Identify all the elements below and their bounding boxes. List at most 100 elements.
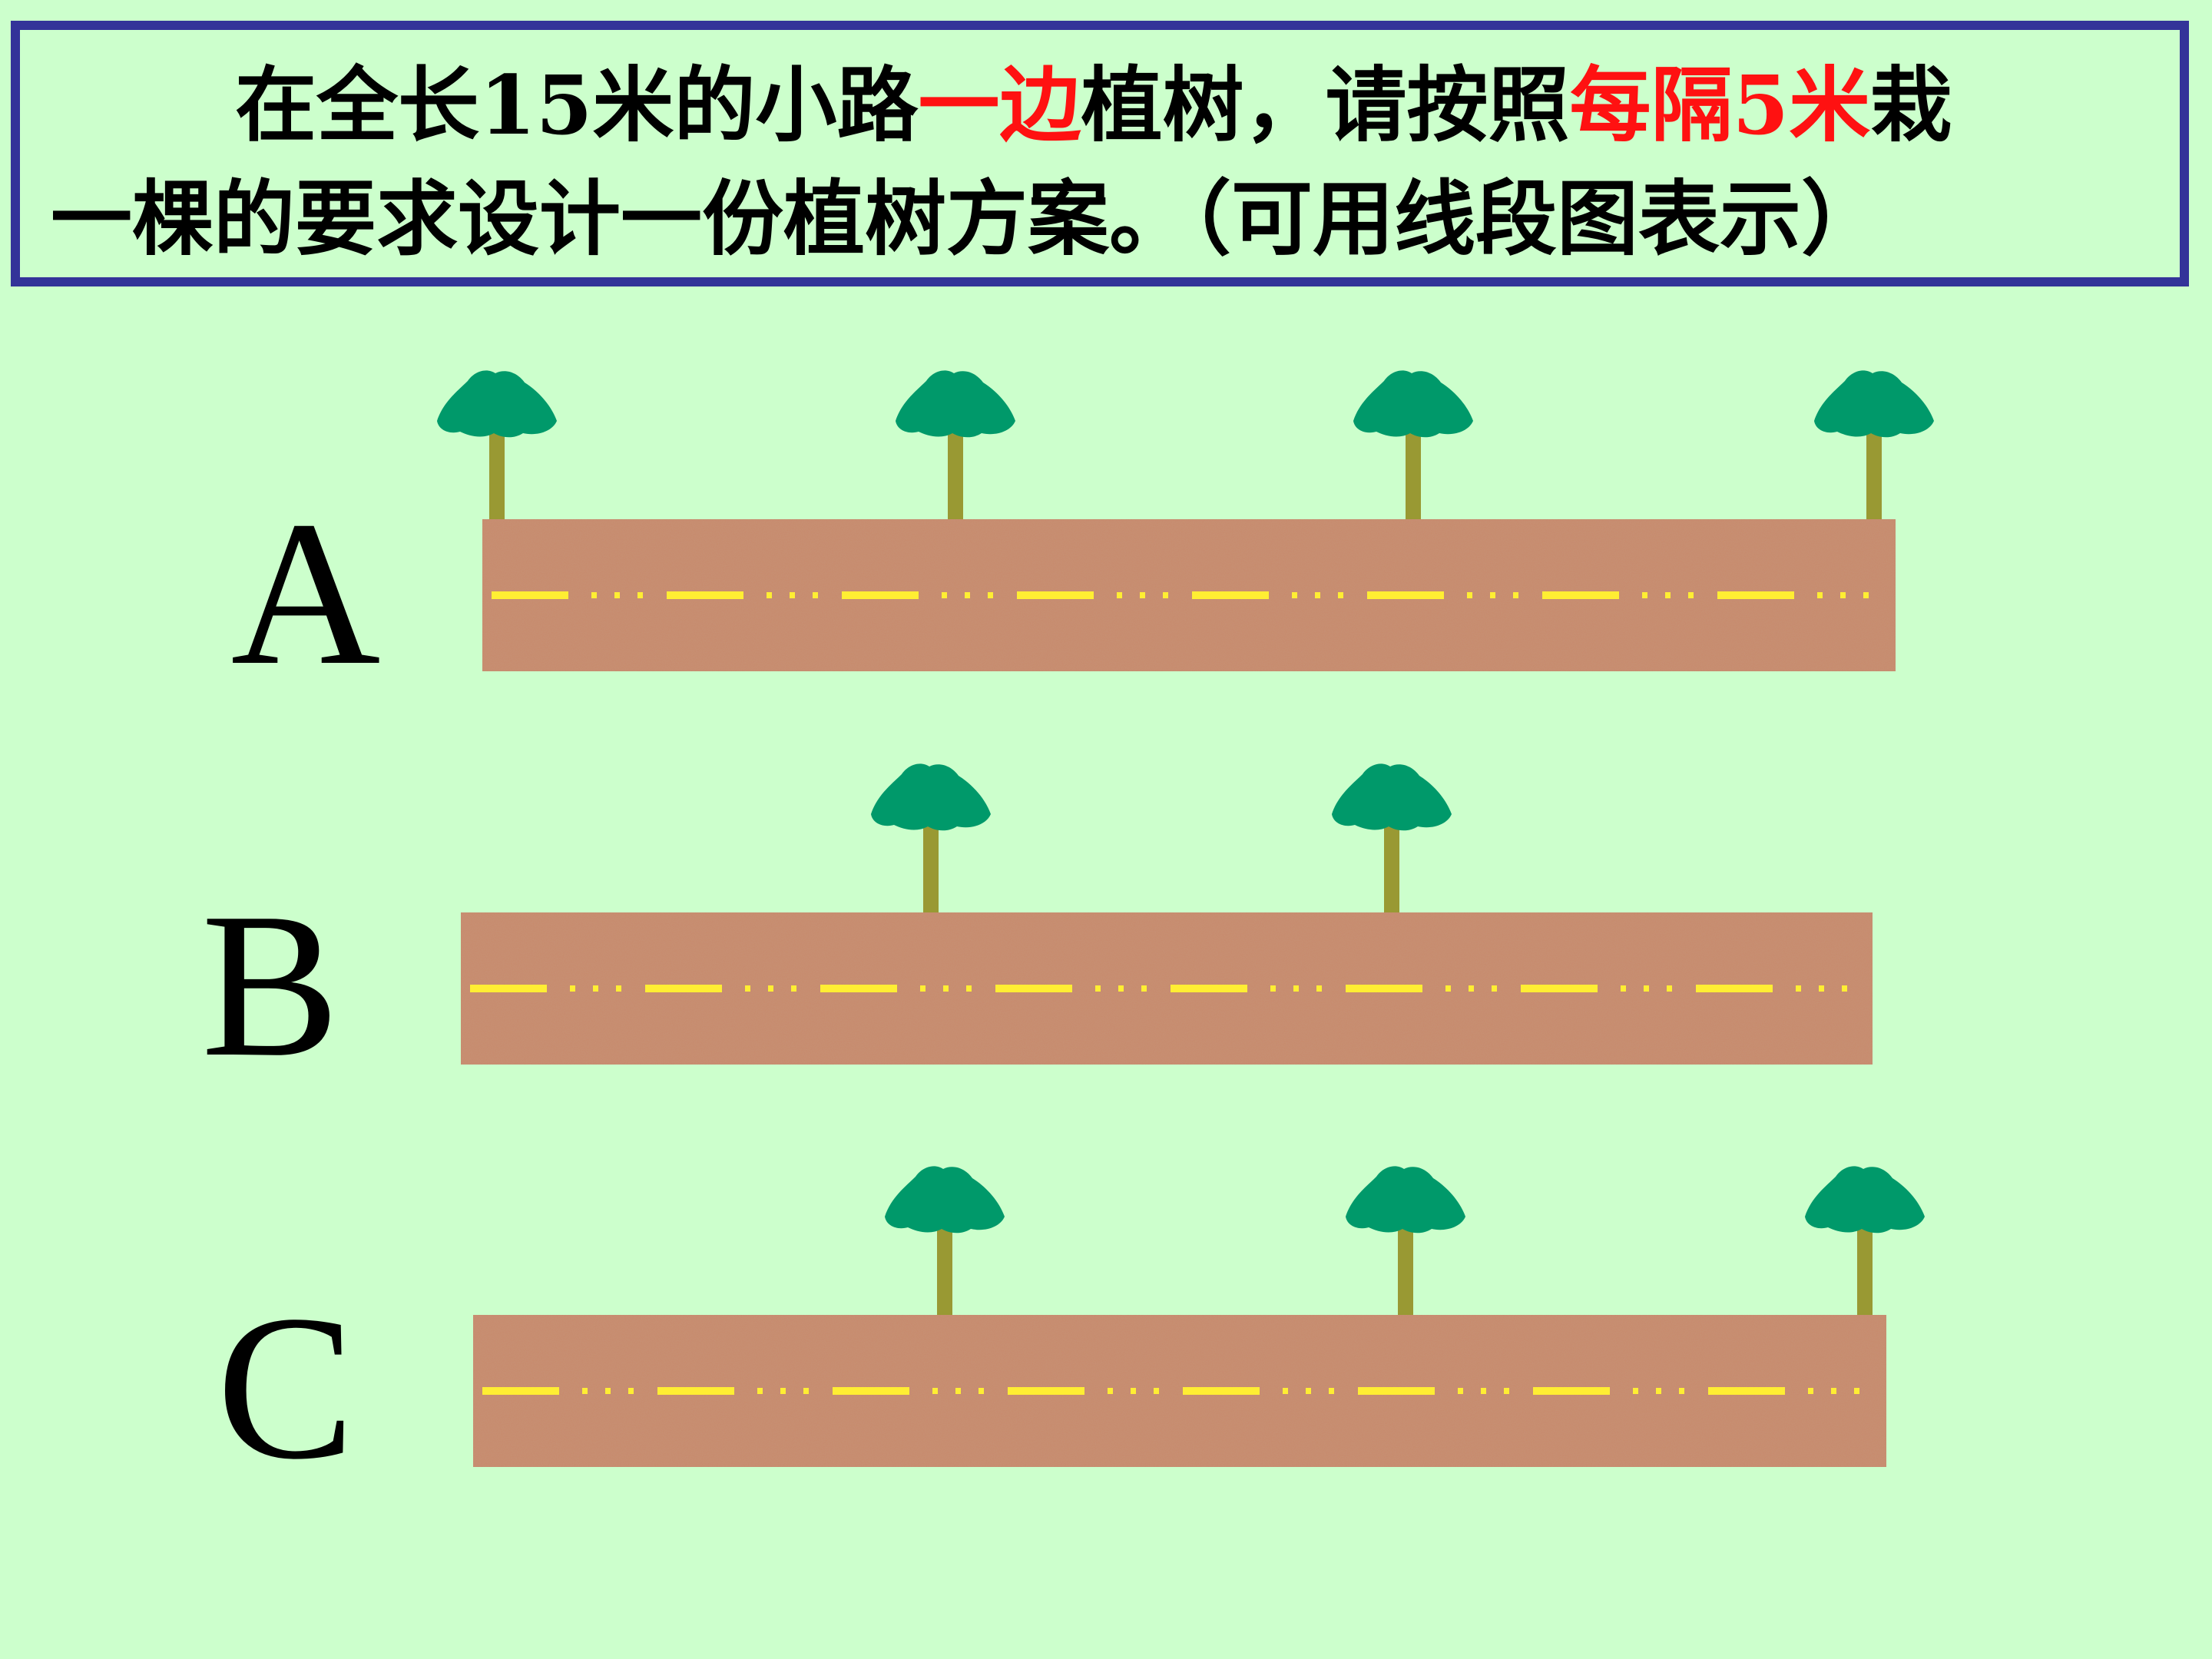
center-line-dot bbox=[1667, 985, 1672, 992]
center-line-dot bbox=[965, 592, 970, 598]
tree-trunk bbox=[1406, 429, 1421, 519]
center-line-dot bbox=[1504, 1388, 1509, 1394]
center-line-dot bbox=[1445, 985, 1451, 992]
center-line-dot bbox=[1131, 1388, 1136, 1394]
center-line-dot bbox=[1642, 592, 1647, 598]
center-line-dot bbox=[745, 985, 750, 992]
tree-icon bbox=[437, 370, 557, 519]
center-line-dot bbox=[1863, 592, 1869, 598]
question-line-2: 一棵的要求设计一份植树方案。（可用线段图表示） bbox=[51, 171, 1883, 267]
center-line-dot bbox=[1492, 985, 1497, 992]
option-a: A bbox=[231, 370, 1934, 708]
center-line-dash bbox=[492, 591, 568, 599]
center-line-dot bbox=[1808, 1388, 1813, 1394]
center-line-dot bbox=[591, 592, 597, 598]
center-line-dash bbox=[645, 985, 722, 992]
center-line-dot bbox=[1633, 1388, 1638, 1394]
center-line-dot bbox=[605, 1388, 611, 1394]
tree-trunk bbox=[923, 822, 939, 912]
center-line-dash bbox=[1358, 1387, 1435, 1395]
center-line-dot bbox=[1481, 1388, 1486, 1394]
center-line-dash bbox=[1346, 985, 1422, 992]
tree-canopy bbox=[1805, 1166, 1925, 1233]
tree-icon bbox=[1353, 370, 1473, 519]
tree-canopy bbox=[1353, 370, 1473, 438]
center-line-dot bbox=[1154, 1388, 1159, 1394]
center-line-dash bbox=[1542, 591, 1619, 599]
option-b: B bbox=[201, 763, 1873, 1100]
center-line-dot bbox=[966, 985, 972, 992]
center-line-dash bbox=[820, 985, 897, 992]
center-line-dot bbox=[1095, 985, 1101, 992]
center-line-dot bbox=[1665, 592, 1671, 598]
tree-canopy bbox=[1346, 1166, 1465, 1233]
center-line-dot bbox=[1329, 1388, 1334, 1394]
road-center-line bbox=[482, 1387, 1859, 1395]
center-line-dot bbox=[942, 592, 947, 598]
trees-a bbox=[437, 370, 1934, 519]
center-line-dot bbox=[767, 592, 772, 598]
center-line-dash bbox=[1717, 591, 1794, 599]
center-line-dot bbox=[1293, 985, 1299, 992]
center-line-dot bbox=[803, 1388, 809, 1394]
center-line-dot bbox=[1842, 985, 1847, 992]
center-line-dot bbox=[616, 985, 621, 992]
center-line-dot bbox=[1108, 1388, 1113, 1394]
center-line-dot bbox=[979, 1388, 984, 1394]
tree-icon bbox=[1346, 1166, 1465, 1315]
center-line-dot bbox=[1315, 592, 1320, 598]
option-c: C bbox=[217, 1166, 1925, 1502]
center-line-dot bbox=[1118, 985, 1124, 992]
tree-canopy bbox=[885, 1166, 1005, 1233]
center-line-dash bbox=[1696, 985, 1773, 992]
center-line-dot bbox=[780, 1388, 786, 1394]
road-center-line bbox=[470, 985, 1847, 992]
option-label-b: B bbox=[201, 870, 339, 1100]
center-line-dash bbox=[1708, 1387, 1785, 1395]
center-line-dot bbox=[1117, 592, 1122, 598]
center-line-dot bbox=[1338, 592, 1343, 598]
center-line-dot bbox=[628, 1388, 634, 1394]
question-box: 在全长15米的小路一边植树，请按照每隔5米栽 一棵的要求设计一份植树方案。（可用… bbox=[11, 21, 2189, 286]
center-line-dot bbox=[1306, 1388, 1311, 1394]
center-line-dash bbox=[1533, 1387, 1610, 1395]
trees-c bbox=[885, 1166, 1925, 1315]
center-line-dash bbox=[482, 1387, 559, 1395]
center-line-dot bbox=[1819, 985, 1824, 992]
center-line-dot bbox=[1854, 1388, 1859, 1394]
center-line-dot bbox=[1292, 592, 1297, 598]
question-line-1: 在全长15米的小路一边植树，请按照每隔5米栽 bbox=[51, 48, 2157, 162]
center-line-dot bbox=[1831, 1388, 1836, 1394]
center-line-dot bbox=[1141, 985, 1147, 992]
center-line-dot bbox=[1270, 985, 1276, 992]
center-line-dash bbox=[1367, 591, 1444, 599]
center-line-dot bbox=[593, 985, 598, 992]
tree-icon bbox=[1332, 763, 1452, 912]
center-line-dot bbox=[790, 592, 795, 598]
center-line-dot bbox=[1283, 1388, 1288, 1394]
center-line-dot bbox=[1817, 592, 1823, 598]
center-line-dot bbox=[943, 985, 949, 992]
center-line-dot bbox=[920, 985, 926, 992]
center-line-dot bbox=[1458, 1388, 1463, 1394]
center-line-dot bbox=[637, 592, 643, 598]
question-highlight-interval: 每隔5米 bbox=[1569, 57, 1871, 153]
trees-b bbox=[871, 763, 1452, 912]
tree-icon bbox=[885, 1166, 1005, 1315]
center-line-dot bbox=[955, 1388, 961, 1394]
center-line-dot bbox=[757, 1388, 763, 1394]
tree-trunk bbox=[1866, 429, 1882, 519]
center-line-dash bbox=[1183, 1387, 1260, 1395]
road-b bbox=[461, 912, 1873, 1065]
center-line-dot bbox=[1796, 985, 1801, 992]
road-a bbox=[482, 519, 1896, 671]
tree-icon bbox=[896, 370, 1015, 519]
center-line-dot bbox=[614, 592, 620, 598]
tree-canopy bbox=[437, 370, 557, 438]
question-highlight-one-side: 一边 bbox=[918, 57, 1081, 153]
center-line-dot bbox=[988, 592, 993, 598]
center-line-dash bbox=[470, 985, 547, 992]
option-label-c: C bbox=[217, 1273, 355, 1502]
center-line-dash bbox=[657, 1387, 734, 1395]
